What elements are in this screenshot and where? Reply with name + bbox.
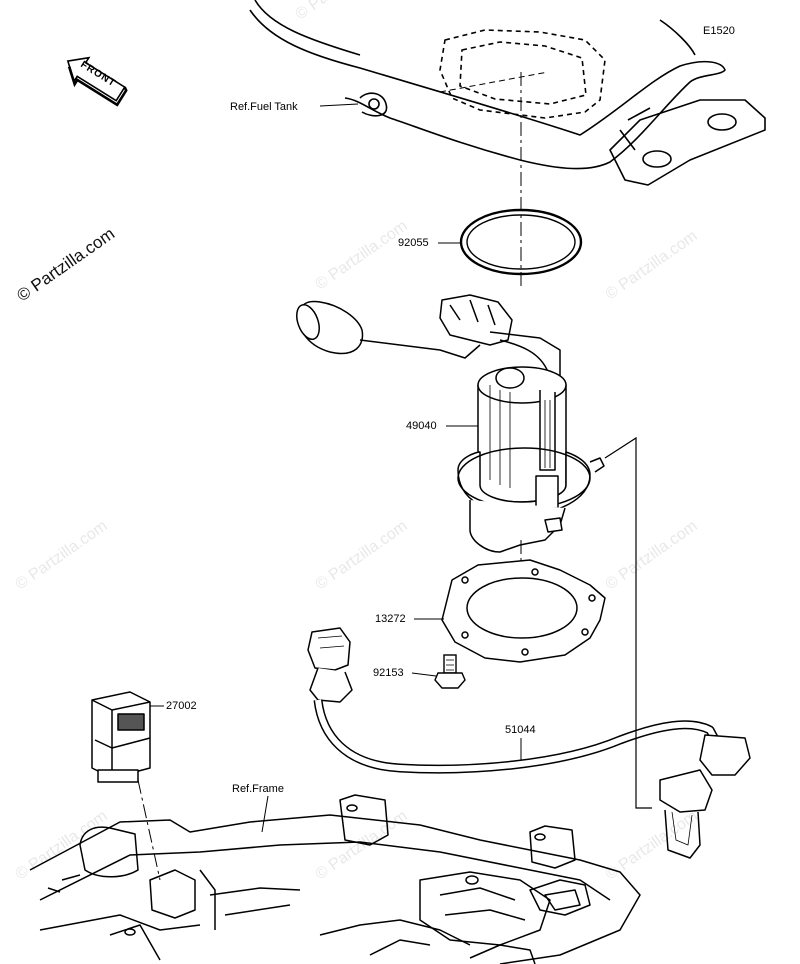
bolt <box>434 654 466 689</box>
part-number-92153[interactable]: 92153 <box>373 667 404 679</box>
copyright-notice: © Partzilla.com <box>13 224 118 305</box>
gasket <box>441 559 606 663</box>
part-number-51044[interactable]: 51044 <box>505 724 536 736</box>
part-number-49040[interactable]: 49040 <box>406 420 437 432</box>
watermark: © Partzilla.com <box>313 218 411 294</box>
fuel-tank-ref <box>249 0 766 186</box>
part-number-13272[interactable]: 13272 <box>375 613 406 625</box>
frame-ref <box>29 794 641 964</box>
relay <box>91 691 151 783</box>
diagram-code: E1520 <box>703 25 735 37</box>
part-number-27002[interactable]: 27002 <box>166 700 197 712</box>
fuel-pump <box>296 294 605 553</box>
part-number-92055[interactable]: 92055 <box>398 237 429 249</box>
watermark: © Partzilla.com <box>293 0 391 23</box>
front-arrow-icon <box>66 56 128 107</box>
watermark: © Partzilla.com <box>313 518 411 594</box>
watermark: © Partzilla.com <box>603 228 701 304</box>
watermark: © Partzilla.com <box>603 518 701 594</box>
watermark: © Partzilla.com <box>13 518 111 594</box>
o-ring <box>459 208 583 276</box>
ref-frame-label: Ref.Frame <box>232 783 284 795</box>
fuel-pump-harness <box>307 627 751 859</box>
ref-fuel-tank-label: Ref.Fuel Tank <box>230 101 298 113</box>
